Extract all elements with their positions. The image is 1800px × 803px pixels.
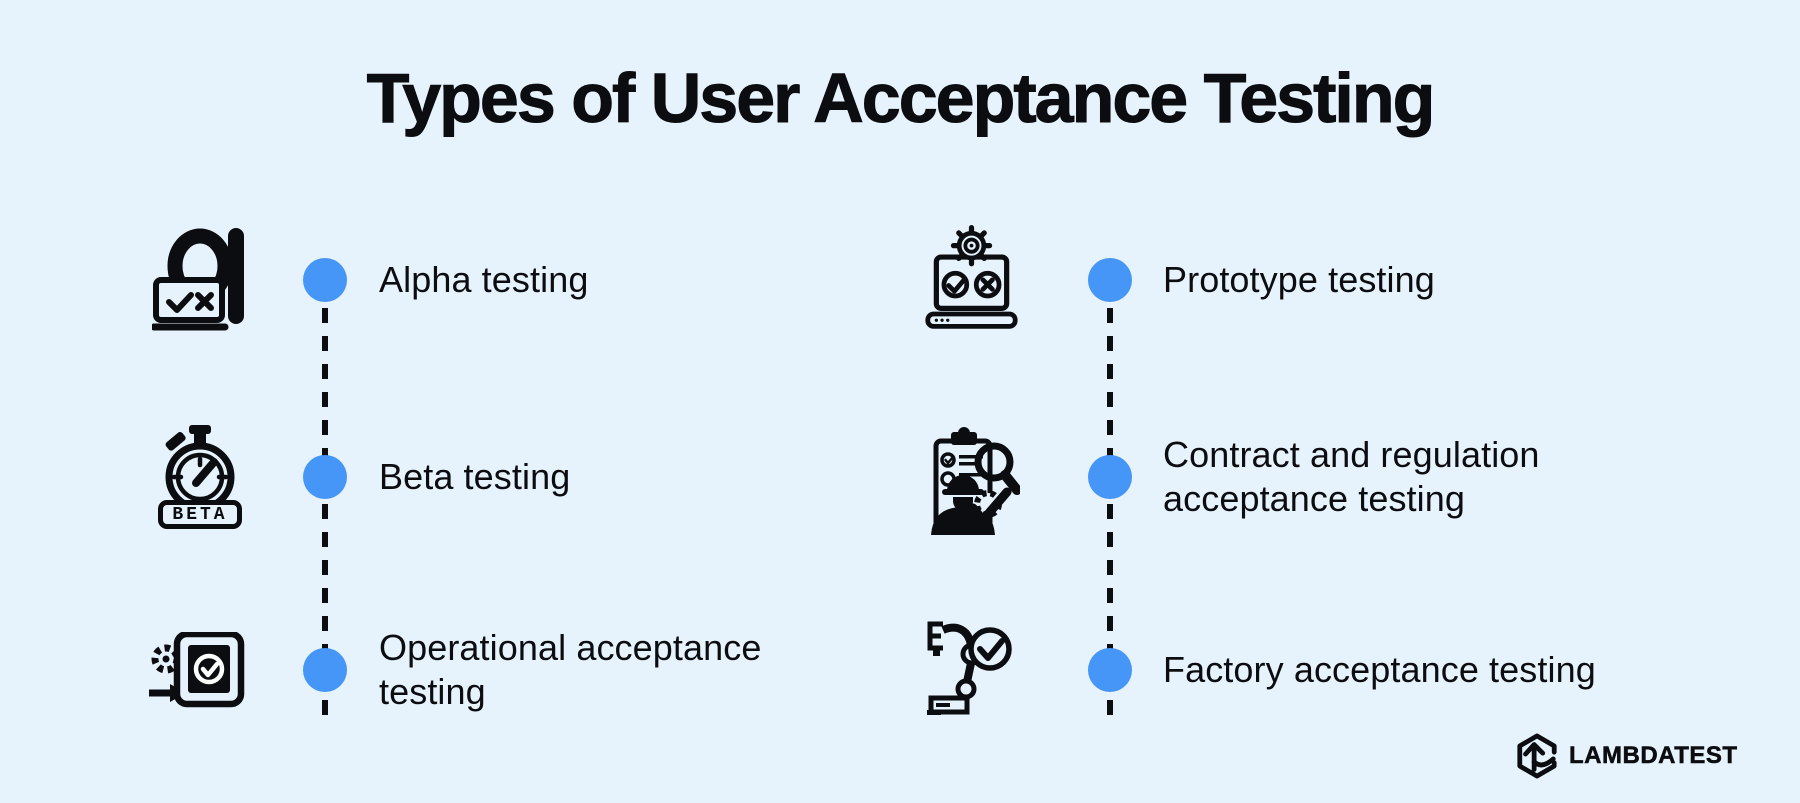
label-contract-regulation-acceptance-testing: Contract and regulation acceptance testi…: [1163, 434, 1540, 519]
label-prototype-testing: Prototype testing: [1163, 259, 1435, 300]
cross-icon: [980, 277, 995, 292]
alpha-symbol-laptop-check-icon: [152, 220, 262, 332]
check-icon: [946, 276, 968, 294]
brand-footer: LAMBDATEST: [1515, 733, 1738, 779]
timeline-dot: [303, 455, 347, 499]
check-icon: [977, 638, 1005, 661]
timeline-dot: [1088, 648, 1132, 692]
timeline-dot: [303, 648, 347, 692]
timeline-dashed-line-right: [1107, 280, 1113, 728]
timeline-dot: [1088, 258, 1132, 302]
lambdatest-logo-icon: [1517, 733, 1557, 779]
timeline-dot: [1088, 455, 1132, 499]
label-operational-acceptance-testing: Operational acceptance testing: [379, 627, 762, 712]
robotic-arm-check-icon: [927, 620, 1012, 715]
check-icon: [200, 661, 220, 678]
timeline-dashed-line-left: [322, 280, 328, 728]
laptop-base: [925, 311, 1018, 329]
magnifier-icon: [974, 442, 1014, 482]
check-icon: [166, 292, 194, 313]
hard-hat: [947, 475, 979, 491]
robot-arm: [941, 623, 975, 647]
cross-icon: [195, 292, 214, 311]
beta-stopwatch-icon: BETA: [150, 413, 250, 531]
clipboard-magnifier-engineer-check-icon: [925, 415, 1020, 535]
label-factory-acceptance-testing: Factory acceptance testing: [1163, 649, 1596, 690]
brand-name: LAMBDATEST: [1569, 742, 1738, 770]
label-alpha-testing: Alpha testing: [379, 259, 589, 300]
system-box-check-gear-arrow-icon: [147, 632, 247, 722]
label-beta-testing: Beta testing: [379, 456, 571, 497]
stopwatch-needle: [192, 458, 218, 487]
page-title: Types of User Acceptance Testing: [366, 59, 1436, 138]
timeline-dot: [303, 258, 347, 302]
laptop-gear-check-cross-icon: [924, 222, 1019, 332]
beta-badge: BETA: [158, 500, 242, 529]
check-icon: [968, 487, 1012, 525]
